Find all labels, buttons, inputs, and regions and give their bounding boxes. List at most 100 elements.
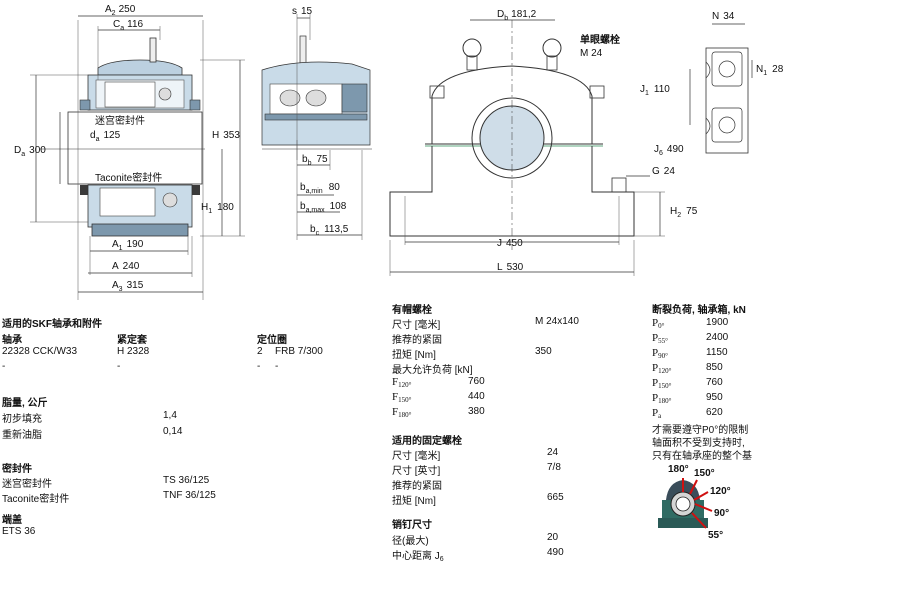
p180-label: P180° [652, 392, 672, 405]
foot-detail-drawing [689, 23, 753, 154]
cap-bolt-torque-rec: 推荐的紧固 [392, 335, 442, 346]
dowel-center-label: 中心距离 J6 [392, 551, 444, 563]
bearing-detail-drawing [261, 14, 372, 240]
bearing-value: 22328 CCK/W33 [2, 346, 78, 357]
locating-qty: 2 [257, 346, 263, 357]
sleeve-value: H 2328 [117, 346, 150, 357]
f120-value: 760 [468, 376, 485, 387]
seal-title: 密封件 [2, 464, 32, 475]
p120-value: 850 [706, 362, 723, 373]
note-line-1: 才需要遵守P0°的限制 [652, 425, 749, 436]
seal-taconite-value: TNF 36/125 [163, 490, 216, 501]
sleeve-value-2: - [117, 361, 121, 372]
locating-value-2: - [275, 361, 279, 372]
p150-label: P150° [652, 377, 672, 390]
seal-labyrinth-value: TS 36/125 [163, 475, 210, 486]
pa-label: Pa [652, 407, 662, 420]
fixing-bolt-title: 适用的固定螺栓 [392, 436, 462, 447]
eye-bolt-size: M 24 [580, 48, 603, 59]
fixing-bolt-torque-label: 扭矩 [Nm] [392, 496, 436, 507]
f120-label: F120° [392, 376, 412, 389]
angle-180-label: 180° [668, 464, 689, 475]
p180-value: 950 [706, 392, 723, 403]
seal-taconite-label: Taconite密封件 [2, 494, 70, 505]
f180-value: 380 [468, 406, 485, 417]
fixing-bolt-mm-value: 24 [547, 447, 559, 458]
p90-label: P90° [652, 347, 668, 360]
angle-55-label: 55° [708, 530, 723, 541]
grease-initial-value: 1,4 [163, 410, 177, 421]
col-sleeve: 紧定套 [117, 335, 147, 346]
cap-bolt-size-value: M 24x140 [535, 316, 579, 327]
locating-qty-2: - [257, 361, 261, 372]
angle-120-label: 120° [710, 486, 731, 497]
bearing-section-title: 适用的SKF轴承和附件 [2, 319, 102, 330]
front-view-drawing [389, 19, 665, 276]
fixing-bolt-torque-rec: 推荐的紧固 [392, 481, 442, 492]
fixing-bolt-mm-label: 尺寸 [毫米] [392, 451, 441, 462]
p120-label: P120° [652, 362, 672, 375]
col-bearing: 轴承 [2, 335, 22, 346]
p0-value: 1900 [706, 317, 729, 328]
f150-label: F150° [392, 391, 412, 404]
labyrinth-seal-label: 迷宫密封件 [95, 114, 145, 127]
locating-value: FRB 7/300 [275, 346, 323, 357]
f180-label: F180° [392, 406, 412, 419]
seal-labyrinth-label: 迷宫密封件 [2, 479, 52, 490]
single-eye-bolt-label: 单眼螺栓 [580, 33, 620, 46]
cap-bolt-torque-value: 350 [535, 346, 552, 357]
dowel-center-value: 490 [547, 547, 564, 558]
dowel-dia-label: 径(最大) [392, 536, 429, 547]
endcover-value: ETS 36 [2, 526, 36, 537]
fixing-bolt-in-label: 尺寸 [英寸] [392, 466, 441, 477]
p55-label: P55° [652, 332, 668, 345]
grease-title: 脂量, 公斤 [2, 398, 48, 409]
angle-150-label: 150° [694, 468, 715, 479]
bearing-value-2: - [2, 361, 6, 372]
dowel-title: 销钉尺寸 [392, 520, 432, 531]
p150-value: 760 [706, 377, 723, 388]
taconite-seal-label: Taconite密封件 [95, 171, 162, 184]
endcover-title: 端盖 [2, 515, 22, 526]
dowel-dia-value: 20 [547, 532, 559, 543]
side-section-drawing [30, 15, 245, 300]
note-line-3: 只有在轴承座的整个基 [652, 451, 752, 462]
grease-relube-label: 重新油脂 [2, 430, 42, 441]
fixing-bolt-torque-value: 665 [547, 492, 564, 503]
fixing-bolt-in-value: 7/8 [547, 462, 561, 473]
p55-value: 2400 [706, 332, 729, 343]
f150-value: 440 [468, 391, 485, 402]
p0-label: P0° [652, 317, 665, 330]
breaking-load-title: 断裂负荷, 轴承箱, kN [652, 305, 746, 316]
note-line-2: 轴面积不受到支持时, [652, 438, 745, 449]
pa-value: 620 [706, 407, 723, 418]
cap-bolt-title: 有帽螺栓 [392, 305, 432, 316]
col-locating: 定位圈 [257, 335, 287, 346]
p90-value: 1150 [706, 347, 728, 358]
grease-initial-label: 初步填充 [2, 414, 42, 425]
